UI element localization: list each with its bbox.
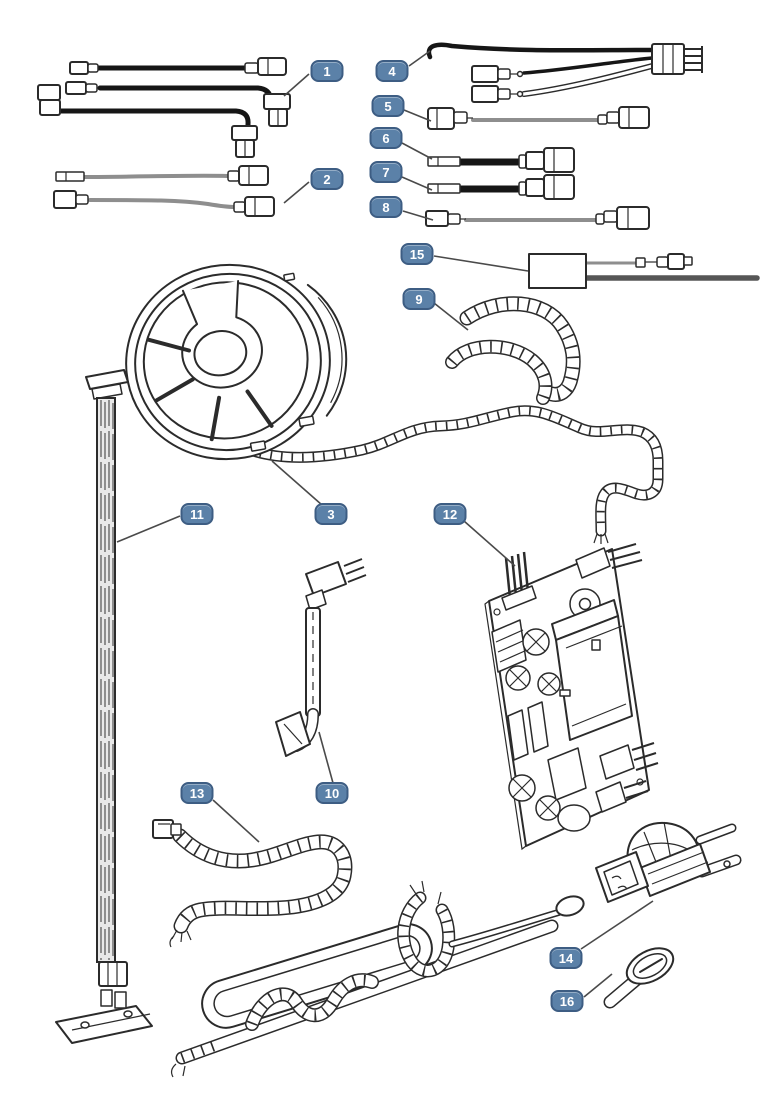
wire-harness-4-art [426,42,703,103]
leader-line-3 [271,460,323,506]
cord-assembly-art [170,821,742,1078]
callout-badge-16: 16 [550,990,584,1012]
callout-badge-10: 10 [315,782,349,804]
leader-line-8 [402,210,434,221]
callout-badge-15: 15 [400,243,434,265]
leader-line-10 [318,731,334,784]
callout-badge-13: 13 [180,782,214,804]
leader-line-2 [283,181,310,204]
callout-badge-6: 6 [369,127,403,149]
wire-harness-2-art [53,165,275,217]
leader-line-6 [401,142,433,160]
leader-line-15 [433,255,529,272]
inline-module-15-art [528,253,760,289]
wire-harness-1-art [37,57,291,158]
callout-badge-5: 5 [371,95,405,117]
ribbon-cable-3-art [234,405,664,544]
vertical-harness-11-art [55,369,153,1044]
callout-badge-2: 2 [310,168,344,190]
callout-badge-9: 9 [402,288,436,310]
thumbscrew-16-art [603,947,675,1009]
spiral-harness-13-art [152,819,353,948]
sensor-10-art [275,558,367,757]
leader-line-9 [433,302,469,331]
callout-badge-8: 8 [369,196,403,218]
callout-badge-7: 7 [369,161,403,183]
callout-badge-14: 14 [549,947,583,969]
jumper-wire-8-art [425,206,650,230]
callout-badge-4: 4 [375,60,409,82]
leader-line-1 [283,73,310,97]
leader-line-11 [116,515,181,543]
leader-line-7 [401,176,433,191]
leader-line-12 [463,520,516,567]
callout-badge-11: 11 [180,503,214,525]
leader-line-4 [408,50,431,67]
leader-lines [116,50,654,998]
callout-badge-1: 1 [310,60,344,82]
jumper-wire-5-art [427,106,650,130]
callout-badge-12: 12 [433,503,467,525]
leader-line-5 [403,109,432,122]
corrugated-hose-9-art [445,296,581,405]
callout-badge-3: 3 [314,503,348,525]
leader-line-13 [212,799,260,843]
jumper-wire-6-art [427,147,575,173]
leader-line-14 [580,900,654,950]
control-board-12-art [484,543,659,851]
jumper-wire-7-art [427,174,575,200]
blower-disc-art [125,263,348,461]
power-plug-14-art [595,821,742,903]
leader-line-16 [583,973,613,998]
